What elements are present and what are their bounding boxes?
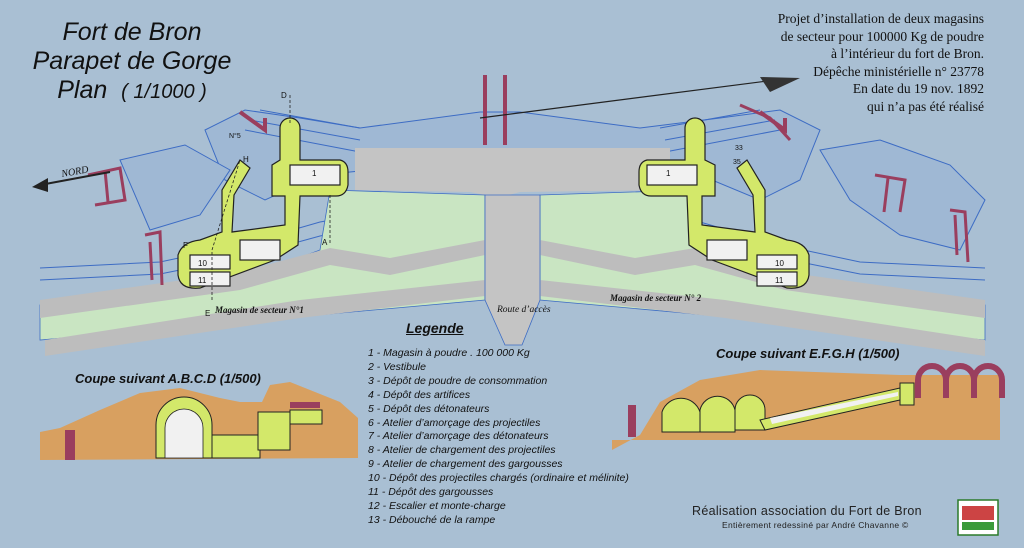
title-scale: ( 1/1000 ) — [121, 81, 207, 103]
fort-bron-logo — [957, 499, 999, 536]
title-line-1: Fort de Bron — [62, 18, 202, 46]
magasin-2 — [638, 117, 810, 289]
legend-list: 1 - Magasin à poudre . 100 000 Kg 2 - Ve… — [368, 347, 629, 528]
magasin-1-label: Magasin de secteur N°1 — [214, 305, 304, 315]
room-10-left: 10 — [198, 259, 207, 268]
legend-title: Legende — [406, 320, 464, 336]
credit-line-1: Réalisation association du Fort de Bron — [692, 504, 922, 518]
note-line-6: qui n’a pas été réalisé — [867, 98, 984, 114]
note-line-5: En date du 19 nov. 1892 — [852, 81, 984, 96]
magasin-1 — [177, 117, 349, 289]
letter-f: F — [183, 241, 188, 250]
room-11-left: 11 — [198, 276, 207, 285]
credit-line-2: Entièrement redessiné par André Chavanne… — [722, 520, 909, 530]
note-line-4: Dépêche ministérielle n° 23778 — [813, 63, 984, 79]
route-label: Route d’accès — [496, 305, 551, 315]
room-1-right: 1 — [666, 169, 671, 178]
title-line-2: Parapet de Gorge — [32, 47, 232, 75]
legend-item: 5 - Dépôt des détonateurs — [368, 402, 490, 415]
note-line-1: Projet d’installation de deux magasins — [777, 11, 984, 26]
legend-item: 6 - Atelier d’amorçage des projectiles — [368, 416, 541, 429]
legend-item: 7 - Atelier d’amorçage des détonateurs — [368, 430, 549, 443]
legend-item: 12 - Escalier et monte-charge — [368, 499, 506, 512]
page-title: Fort de Bron Parapet de Gorge Plan ( 1/1… — [22, 18, 242, 107]
legend-item: 13 - Débouché de la rampe — [368, 513, 496, 526]
note-line-2: de secteur pour 100000 Kg de poudre — [780, 28, 984, 44]
nord-arrow: NORD — [32, 164, 111, 192]
legend-item: 8 - Atelier de chargement des projectile… — [368, 444, 556, 457]
legend-item: 11 - Dépôt des gargousses — [368, 486, 494, 499]
letter-d: D — [281, 91, 287, 100]
magasin-2-label: Magasin de secteur N° 2 — [609, 293, 702, 303]
project-note: Projet d’installation de deux magasins d… — [704, 10, 984, 115]
coupe-abcd-title: Coupe suivant A.B.C.D (1/500) — [75, 371, 261, 386]
section-lines — [211, 95, 331, 300]
letter-a: A — [322, 238, 328, 247]
coupe-efgh — [612, 363, 1005, 450]
pointer-arrow — [479, 77, 800, 119]
nord-label: NORD — [60, 164, 90, 180]
coupe-efgh-title: Coupe suivant E.F.G.H (1/500) — [716, 346, 900, 361]
title-line-3: Plan ( 1/1000 ) — [22, 76, 242, 107]
bastion-walls — [87, 103, 970, 286]
room-33: 33 — [735, 145, 743, 152]
legend-item: 3 - Dépôt de poudre de consommation — [368, 374, 548, 387]
legend-item: 4 - Dépôt des artifices — [368, 388, 471, 401]
letter-e: E — [205, 309, 210, 318]
legend-item: 10 - Dépôt des projectiles chargés (ordi… — [368, 472, 629, 485]
room-10-right: 10 — [775, 259, 784, 268]
room-35: 35 — [733, 159, 741, 166]
moat-left — [40, 240, 485, 318]
room-n5: N°5 — [229, 132, 241, 140]
coupe-abcd — [40, 382, 358, 460]
legend-item: 1 - Magasin à poudre . 100 000 Kg — [368, 347, 530, 359]
central-road — [355, 148, 670, 196]
legend-item: 9 - Atelier de chargement des gargousses — [368, 458, 563, 471]
access-road — [484, 194, 541, 346]
note-line-3: à l’intérieur du fort de Bron. — [831, 46, 984, 61]
room-11-right: 11 — [775, 276, 784, 285]
room-1-left: 1 — [312, 169, 317, 178]
legend-item: 2 - Vestibule — [368, 360, 426, 373]
title-plan: Plan — [57, 76, 108, 104]
letter-h: H — [243, 155, 249, 164]
